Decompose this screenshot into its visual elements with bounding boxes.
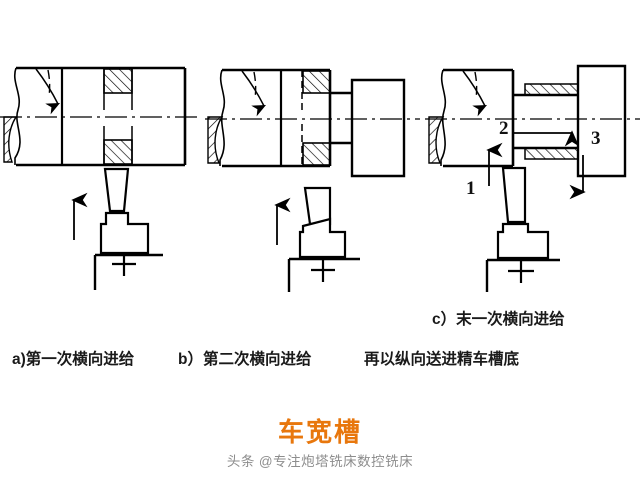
workpiece-c-allowance-top — [524, 83, 579, 96]
tool-b-cross-mark — [311, 259, 335, 282]
page-title: 车宽槽 — [277, 417, 362, 447]
tool-c-holder — [496, 222, 550, 260]
workpiece-a-groove-hatch-bottom — [103, 139, 133, 165]
workpiece-b-groove-hatch-bottom — [302, 142, 331, 166]
workpiece-c-surface-dash — [474, 71, 478, 100]
watermark-brand: 头条 — [226, 454, 255, 469]
workpiece-a-break-line — [14, 67, 21, 165]
caption-figure-c-line2: 再以纵向送进精车槽底 — [364, 351, 520, 368]
callout-label-1: 1 — [466, 178, 476, 199]
workpiece-b-surface-dash — [253, 71, 257, 100]
workpiece-a-section-hatch — [3, 116, 18, 163]
workpiece-b-section-hatch — [207, 116, 224, 164]
caption-figure-a: a)第一次横向进给 — [12, 351, 135, 368]
workpiece-c-section-hatch — [428, 116, 445, 164]
figure-a-group — [0, 66, 200, 290]
watermark: 头条@专注炮塔铣床数控铣床 — [0, 450, 640, 470]
workpiece-b-surface-curve — [241, 70, 267, 117]
workpiece-b-groove-hatch-top — [302, 70, 331, 94]
workpiece-a-surface-curve — [35, 68, 61, 115]
tool-a-holder — [99, 211, 150, 255]
workpiece-b-right-boss — [350, 78, 406, 178]
figure-b-group — [205, 68, 420, 292]
workpiece-a-groove-hatch-top — [103, 68, 133, 94]
callout-label-2: 2 — [499, 118, 509, 139]
tool-c-blade — [501, 166, 527, 224]
caption-figure-c-line1: c）末一次横向进给 — [432, 311, 565, 328]
callout-label-3: 3 — [591, 128, 601, 149]
workpiece-c-surface-curve — [462, 70, 488, 117]
watermark-handle: @专注炮塔铣床数控铣床 — [258, 454, 414, 469]
tool-b-blade — [303, 186, 332, 226]
caption-figure-b: b）第二次横向进给 — [178, 351, 312, 368]
workpiece-c-break-line — [440, 69, 447, 166]
tool-c-cross-mark — [508, 260, 534, 283]
workpiece-b-break-line — [219, 69, 226, 166]
tool-b-holder — [298, 217, 347, 259]
tool-a-cross-mark — [112, 253, 136, 276]
tool-a-blade — [103, 167, 130, 213]
workpiece-c-allowance-bottom — [524, 147, 579, 160]
workpiece-a-surface-dash — [47, 69, 51, 98]
figure-c-group — [425, 64, 640, 292]
workpiece-c-right-boss — [576, 64, 627, 178]
